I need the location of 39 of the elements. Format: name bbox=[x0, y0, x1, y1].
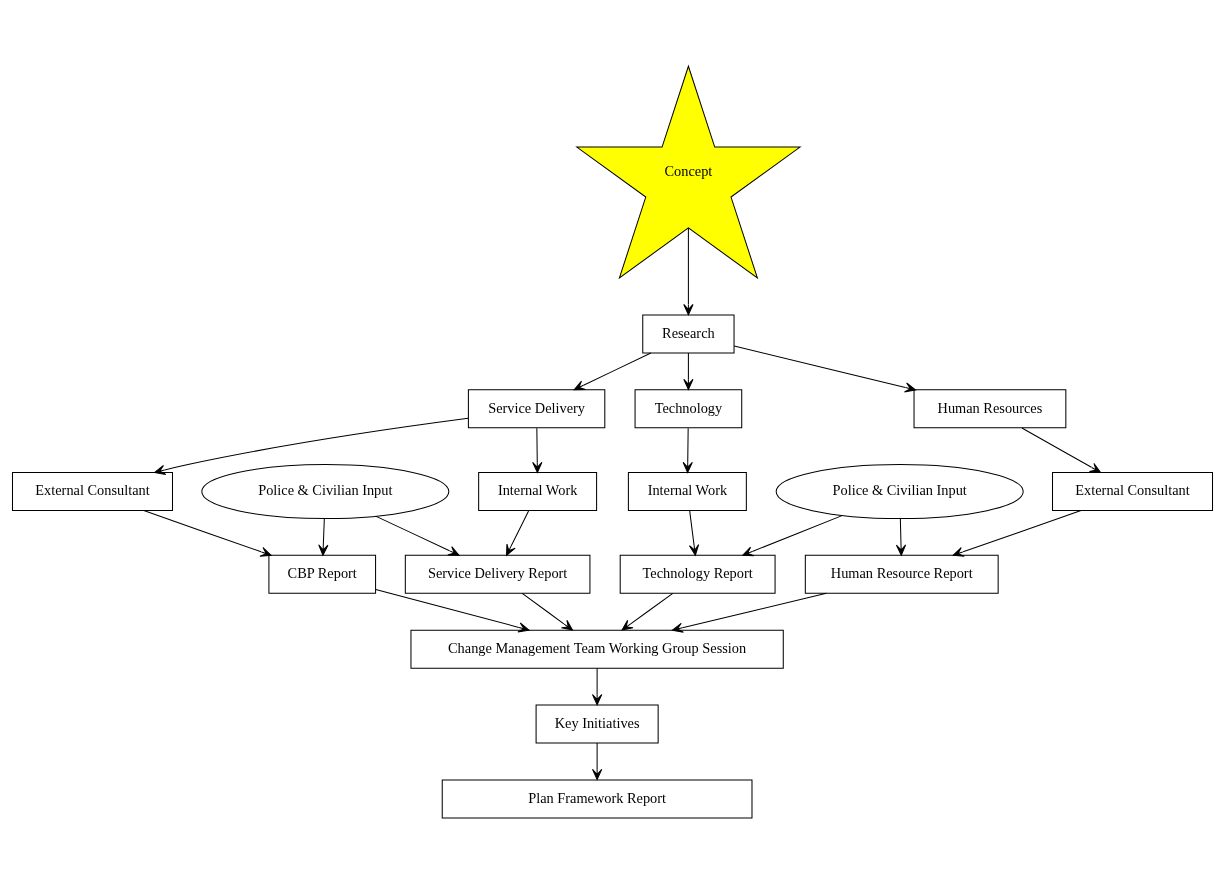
node-box: Technology Report bbox=[619, 554, 776, 594]
arrow bbox=[375, 589, 530, 633]
node-box: CBP Report bbox=[268, 554, 377, 594]
arrow bbox=[671, 592, 827, 633]
arrow bbox=[1021, 427, 1102, 473]
node-box: External Consultant bbox=[1052, 472, 1214, 512]
arrow bbox=[683, 352, 694, 391]
arrow bbox=[573, 352, 652, 391]
node-box: External Consultant bbox=[11, 472, 173, 512]
node-box: Human Resources bbox=[913, 389, 1067, 429]
arrow bbox=[318, 518, 329, 556]
arrow bbox=[592, 742, 603, 781]
arrow bbox=[143, 510, 272, 557]
arrow bbox=[683, 227, 694, 316]
arrow bbox=[895, 518, 907, 556]
node-box: Technology bbox=[634, 389, 743, 429]
node-box: Internal Work bbox=[478, 472, 598, 512]
node-box: Service Delivery Report bbox=[404, 554, 591, 594]
node-ellipse: Police & Civilian Input bbox=[775, 464, 1024, 520]
arrow bbox=[742, 514, 844, 557]
arrow bbox=[952, 510, 1082, 557]
arrow bbox=[733, 345, 917, 393]
node-box: Change Management Team Working Group Session bbox=[410, 629, 784, 669]
arrow bbox=[592, 667, 603, 706]
node-box: Service Delivery bbox=[467, 389, 606, 429]
arrow bbox=[532, 427, 543, 474]
node-box: Plan Framework Report bbox=[441, 779, 753, 819]
arrow bbox=[688, 510, 700, 556]
node-ellipse: Police & Civilian Input bbox=[201, 464, 450, 520]
arrow bbox=[621, 592, 674, 631]
node-box: Research bbox=[642, 314, 735, 354]
node-box: Key Initiatives bbox=[535, 704, 659, 744]
node-box: Human Resource Report bbox=[804, 554, 999, 594]
arrow bbox=[375, 515, 460, 556]
node-box: Internal Work bbox=[627, 472, 747, 512]
arrow bbox=[521, 592, 573, 631]
arrow bbox=[154, 417, 469, 475]
arrow bbox=[506, 510, 530, 556]
arrow bbox=[682, 427, 693, 474]
